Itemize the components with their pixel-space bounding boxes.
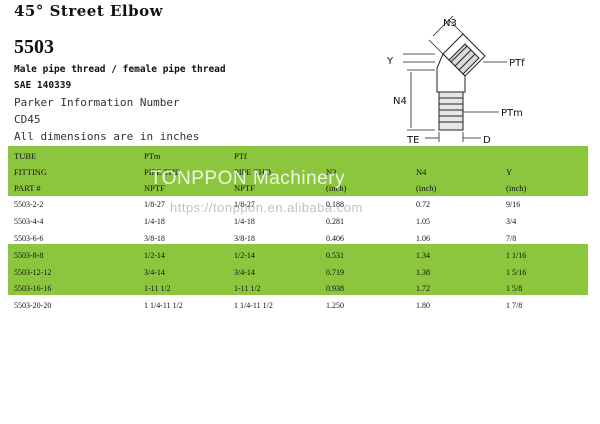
- page-title: 45° Street Elbow: [14, 2, 164, 20]
- thread-spec: Male pipe thread / female pipe thread: [14, 64, 226, 75]
- elbow-diagram: N3 Y PTf N4 PTm TE D: [386, 15, 525, 146]
- label-te: TE: [406, 135, 419, 146]
- cell-part: 5503-20-20: [14, 301, 52, 310]
- cell-n4: 1.05: [416, 217, 430, 226]
- watermark-brand: TONPPON Machinery: [150, 168, 346, 189]
- cell-n3: 0.406: [326, 234, 344, 243]
- label-ptm: PTm: [501, 108, 523, 119]
- cell-ptf: 1/2-14: [234, 251, 255, 260]
- header-ptm-nptf: NPTF: [144, 183, 165, 193]
- label-n3: N3: [443, 18, 457, 29]
- header-ptm-thd: PIPE THD: [144, 167, 181, 177]
- header-tube: TUBE: [14, 151, 37, 161]
- cell-ptm: 3/8-18: [144, 234, 165, 243]
- header-y: Y: [506, 167, 513, 177]
- watermark-url: https://tonppon.en.alibaba.com: [170, 200, 363, 215]
- part-number: 5503: [14, 36, 54, 58]
- cell-n3: 0.531: [326, 251, 344, 260]
- label-ptf: PTf: [509, 58, 525, 69]
- cell-y: 3/4: [506, 217, 517, 226]
- cell-part: 5503-4-4: [14, 217, 44, 226]
- cell-ptm: 1-11 1/2: [144, 284, 171, 293]
- parker-info-label: Parker Information Number: [14, 96, 180, 109]
- header-ptm: PTm: [144, 151, 161, 161]
- cell-part: 5503-6-6: [14, 234, 44, 243]
- cell-n3: 1.250: [326, 301, 344, 310]
- cell-ptf: 1/8-27: [234, 200, 255, 209]
- cell-y: 1 5/16: [506, 268, 527, 277]
- cell-part: 5503-2-2: [14, 200, 44, 209]
- cell-ptf: 1 1/4-11 1/2: [234, 301, 273, 310]
- header-fitting: FITTING: [14, 167, 48, 177]
- header-n3-unit: (inch): [326, 183, 347, 193]
- cell-n4: 1.72: [416, 284, 430, 293]
- cell-n3: 0.281: [326, 217, 344, 226]
- cell-n3: 0.719: [326, 268, 344, 277]
- dimensions-note: All dimensions are in inches: [14, 130, 200, 143]
- label-n4: N4: [393, 96, 407, 107]
- cell-ptm: 3/4-14: [144, 268, 165, 277]
- cell-part: 5503-8-8: [14, 251, 44, 260]
- male-thread: [438, 91, 464, 131]
- header-n4: N4: [416, 167, 427, 177]
- label-d: D: [483, 135, 491, 146]
- middle-band: [8, 244, 588, 295]
- cell-n4: 1.06: [416, 234, 430, 243]
- cell-part: 5503-12-12: [14, 268, 52, 277]
- header-n3: N3: [326, 167, 337, 177]
- cell-y: 9/16: [506, 200, 521, 209]
- cell-ptm: 1/4-18: [144, 217, 165, 226]
- cell-y: 1 1/16: [506, 251, 527, 260]
- female-port: [442, 33, 486, 77]
- header-band: [8, 146, 588, 196]
- cell-ptf: 3/4-14: [234, 268, 255, 277]
- cell-ptf: 3/8-18: [234, 234, 255, 243]
- cell-ptm: 1/2-14: [144, 251, 165, 260]
- cell-y: 1 7/8: [506, 301, 523, 310]
- cell-n4: 1.38: [416, 268, 430, 277]
- header-ptf-thd: PIPE THD: [234, 167, 271, 177]
- header-ptf: PTf: [234, 151, 247, 161]
- header-n4-unit: (inch): [416, 183, 437, 193]
- cell-y: 1 5/8: [506, 284, 523, 293]
- cell-n4: 1.80: [416, 301, 430, 310]
- cell-n4: 1.34: [416, 251, 430, 260]
- label-y: Y: [386, 56, 394, 67]
- cell-ptf: 1-11 1/2: [234, 284, 261, 293]
- header-y-unit: (inch): [506, 183, 527, 193]
- dimension-lines: [403, 15, 507, 142]
- header-ptf-nptf: NPTF: [234, 183, 255, 193]
- cell-y: 7/8: [506, 234, 517, 243]
- sae-number: SAE 140339: [14, 80, 72, 91]
- cell-n3: 0.938: [326, 284, 344, 293]
- header-part: PART #: [14, 183, 41, 193]
- cell-ptm: 1 1/4-11 1/2: [144, 301, 183, 310]
- cell-ptf: 1/4-18: [234, 217, 255, 226]
- cell-part: 5503-16-16: [14, 284, 52, 293]
- parker-info-value: CD45: [14, 113, 41, 126]
- cell-n3: 0.188: [326, 200, 344, 209]
- cell-n4: 0.72: [416, 200, 430, 209]
- cell-ptm: 1/8-27: [144, 200, 165, 209]
